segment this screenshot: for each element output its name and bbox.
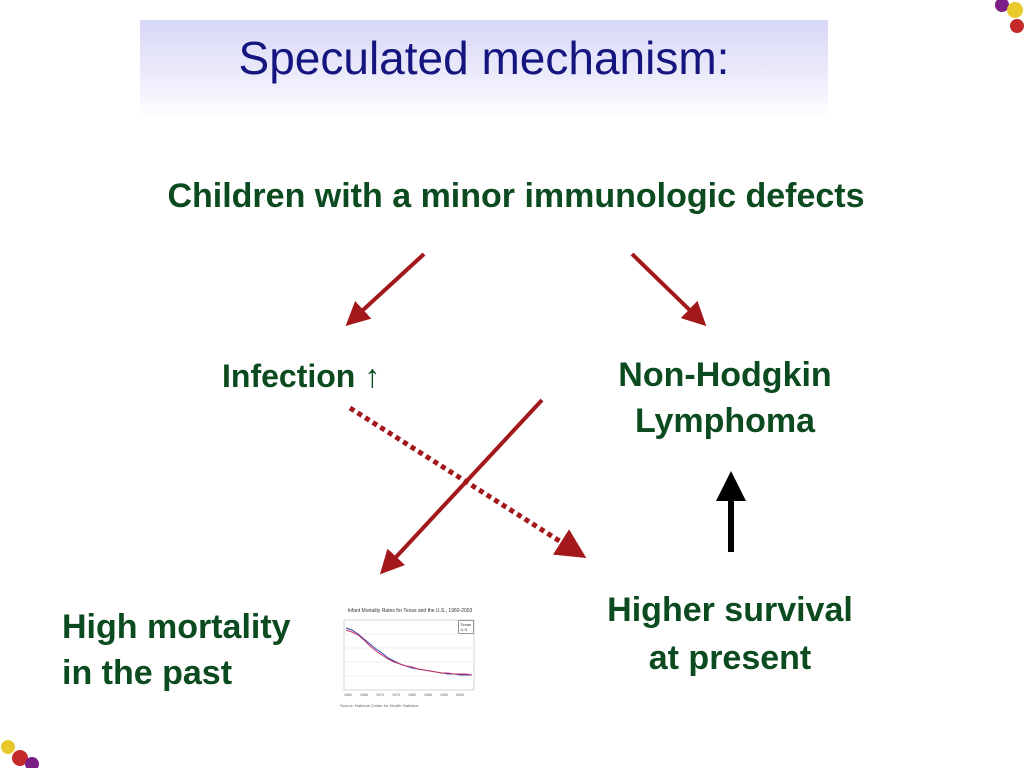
arrow-to-nhl <box>630 252 707 327</box>
node-immunologic-defects: Children with a minor immunologic defect… <box>167 177 865 215</box>
slide-title: Speculated mechanism: <box>238 32 730 84</box>
svg-text:1970: 1970 <box>376 693 384 697</box>
arrow-nhl-to-mortality <box>379 398 544 575</box>
corner-decoration-top-right <box>995 0 1024 33</box>
arrow-to-infection <box>345 252 426 327</box>
decor-circle-red <box>1010 19 1024 33</box>
thumbnail-plot: 1960 1965 1970 1975 1980 1985 1990 2000 <box>343 619 475 697</box>
mortality-line-2: in the past <box>62 654 233 692</box>
nhl-line-1: Non-Hodgkin <box>618 356 832 394</box>
node-high-mortality: High mortality in the past <box>62 604 291 696</box>
up-arrow-icon: ↑ <box>364 358 381 394</box>
thumbnail-title: Infant Mortality Rates for Texas and the… <box>347 608 473 614</box>
svg-text:1960: 1960 <box>344 693 352 697</box>
thumbnail-source-note: Source: National Center for Health Stati… <box>340 703 419 708</box>
svg-text:1965: 1965 <box>360 693 368 697</box>
decor-circle-purple <box>995 0 1009 12</box>
decor-circle-yellow <box>1007 2 1023 18</box>
thumbnail-legend: Texas U.S. <box>457 620 474 634</box>
survival-line-1: Higher survival <box>607 591 853 629</box>
node-non-hodgkin-lymphoma: Non-Hodgkin Lymphoma <box>590 352 860 444</box>
dotted-arrow-infection-to-survival <box>348 405 587 559</box>
decor-circle-red <box>12 750 28 766</box>
svg-text:2000: 2000 <box>456 693 464 697</box>
mortality-line-1: High mortality <box>62 608 291 646</box>
decor-circle-purple <box>25 757 39 768</box>
legend-us: U.S. <box>460 627 469 632</box>
svg-text:1975: 1975 <box>392 693 400 697</box>
legend-texas: Texas <box>460 622 471 627</box>
decor-circle-yellow <box>1 740 15 754</box>
survival-line-2: at present <box>648 639 812 677</box>
svg-text:1990: 1990 <box>440 693 448 697</box>
infection-label: Infection <box>222 358 356 394</box>
thumbnail-series-texas <box>345 627 472 676</box>
svg-text:1985: 1985 <box>424 693 432 697</box>
corner-decoration-bottom-left <box>1 740 39 768</box>
infant-mortality-chart-thumbnail: Infant Mortality Rates for Texas and the… <box>334 606 480 710</box>
title-band <box>140 20 828 120</box>
svg-text:1980: 1980 <box>408 693 416 697</box>
node-higher-survival: Higher survival at present <box>580 586 880 682</box>
thumbnail-series-us <box>345 629 473 676</box>
nhl-line-2: Lymphoma <box>634 402 816 440</box>
node-infection: Infection ↑ <box>222 354 380 398</box>
